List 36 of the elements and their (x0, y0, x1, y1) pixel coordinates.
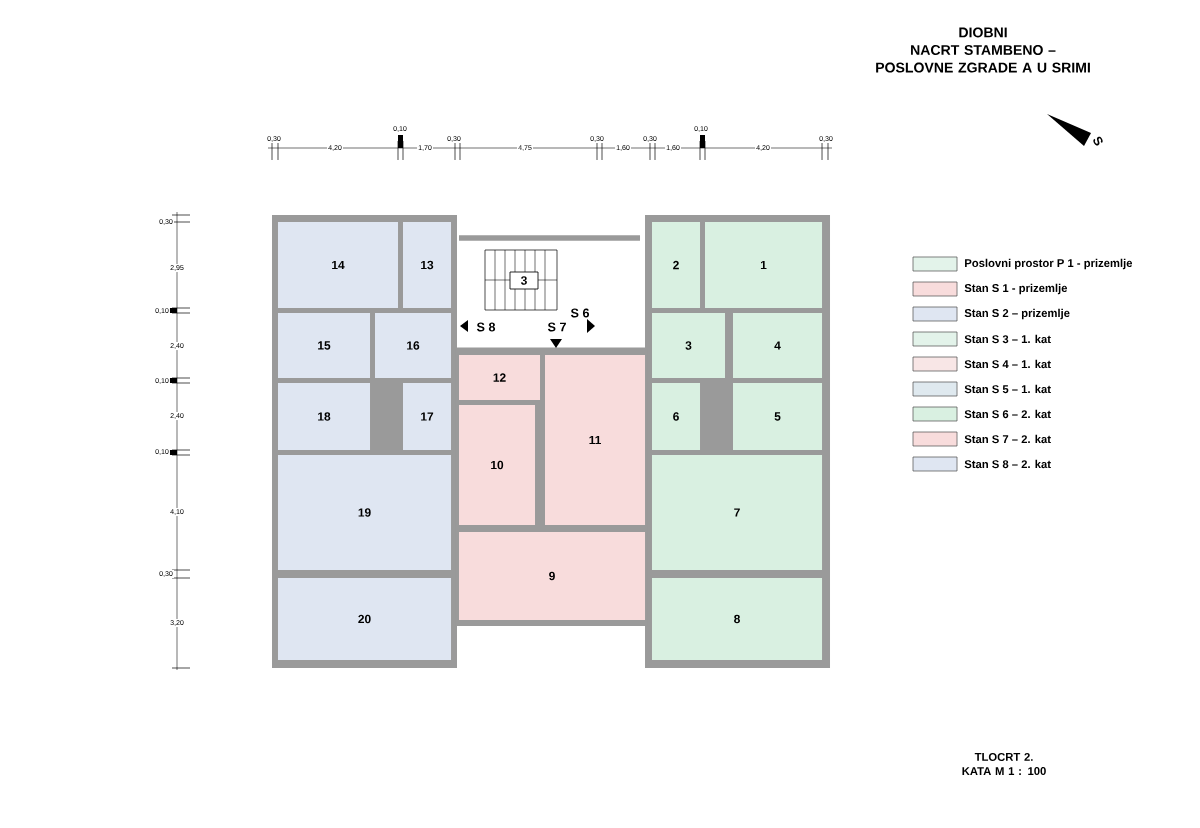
room: 13 (403, 222, 451, 308)
room: 5 (733, 383, 823, 450)
entrance-label: S 8 (476, 322, 496, 332)
legend-label: Stan S 6 – 2. kat (964, 409, 1051, 419)
room: 17 (403, 383, 451, 450)
room: 20 (278, 578, 452, 660)
legend-label: Stan S 5 – 1. kat (964, 384, 1051, 394)
stair-number-box: 3 (509, 271, 539, 290)
room: 7 (652, 455, 823, 570)
legend-label: Stan S 8 – 2. kat (964, 459, 1051, 469)
entrance-label: S 7 (547, 322, 566, 332)
room: 9 (459, 532, 646, 620)
legend-label: Stan S 7 – 2. kat (964, 434, 1051, 444)
room: 1 (705, 222, 823, 308)
caption: TLOCRT 2. KATA M 1 : 100 (962, 753, 1046, 775)
title: DIOBNI NACRT STAMBENO – POSLOVNE ZGRADE A U SRIMI (876, 27, 1090, 73)
orientation-letter: S (1093, 136, 1103, 146)
room: 3 (652, 313, 725, 378)
room: 11 (545, 355, 646, 526)
legend-label: Poslovni prostor P 1 - prizemlje (965, 258, 1133, 270)
entrance-label: S 6 (570, 308, 590, 318)
room: 12 (459, 355, 540, 400)
legend-label: Stan S 2 – prizemlje (964, 308, 1070, 320)
room: 18 (278, 383, 370, 450)
room: 6 (652, 383, 700, 450)
room: 2 (652, 222, 700, 308)
room: 4 (733, 313, 823, 378)
room: 15 (278, 313, 370, 378)
room: 14 (278, 222, 398, 308)
room: 19 (278, 455, 452, 570)
legend-label: Stan S 4 – 1. kat (964, 359, 1051, 369)
legend-label: Stan S 3 – 1. kat (964, 334, 1051, 344)
room: 16 (375, 313, 451, 378)
legend-label: Stan S 1 - prizemlje (964, 283, 1068, 295)
room: 10 (459, 405, 535, 525)
room: 8 (652, 578, 823, 660)
